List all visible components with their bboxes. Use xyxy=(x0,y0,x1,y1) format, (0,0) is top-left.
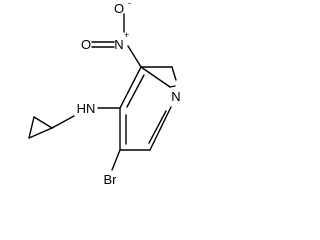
atom-o-left: O xyxy=(81,37,91,52)
cyclopropyl-ring xyxy=(28,116,53,139)
ring-outline xyxy=(140,66,177,81)
atom-ring-n: N xyxy=(171,89,180,104)
ring-bond-c6-n1 xyxy=(169,85,176,88)
ring-bond-c4-c5 xyxy=(119,66,142,109)
bond-c5-nitro-n xyxy=(127,45,142,68)
pyridine-ring xyxy=(119,66,176,151)
nitro-group xyxy=(91,13,142,68)
bond-nh-cyclopropyl xyxy=(51,115,75,129)
molecule-drawing: O - N + O HN N Br xyxy=(28,0,181,187)
charge-nitro-n: + xyxy=(124,30,129,40)
ring-double-c4-c5 xyxy=(126,74,145,108)
amine-linkage xyxy=(51,107,121,129)
atom-bromine: Br xyxy=(104,172,118,187)
ring-double-n1-c2 xyxy=(148,110,167,144)
ring-edge-top-right xyxy=(171,66,177,81)
ring-bond-n1-c2 xyxy=(149,106,172,151)
cyclopropyl-bond-3 xyxy=(28,127,53,139)
bond-c3-br xyxy=(111,149,121,171)
cyclopropyl-bond-1 xyxy=(33,116,53,129)
cyclopropyl-bond-2 xyxy=(28,116,35,139)
structure-diagram: O - N + O HN N Br xyxy=(0,0,187,193)
charge-o-top: - xyxy=(128,0,131,8)
atom-o-top: O xyxy=(114,1,124,16)
atom-amine: HN xyxy=(77,101,96,116)
atom-nitro-n: N xyxy=(114,37,123,52)
ring-bond-c5-c6 xyxy=(140,66,171,88)
